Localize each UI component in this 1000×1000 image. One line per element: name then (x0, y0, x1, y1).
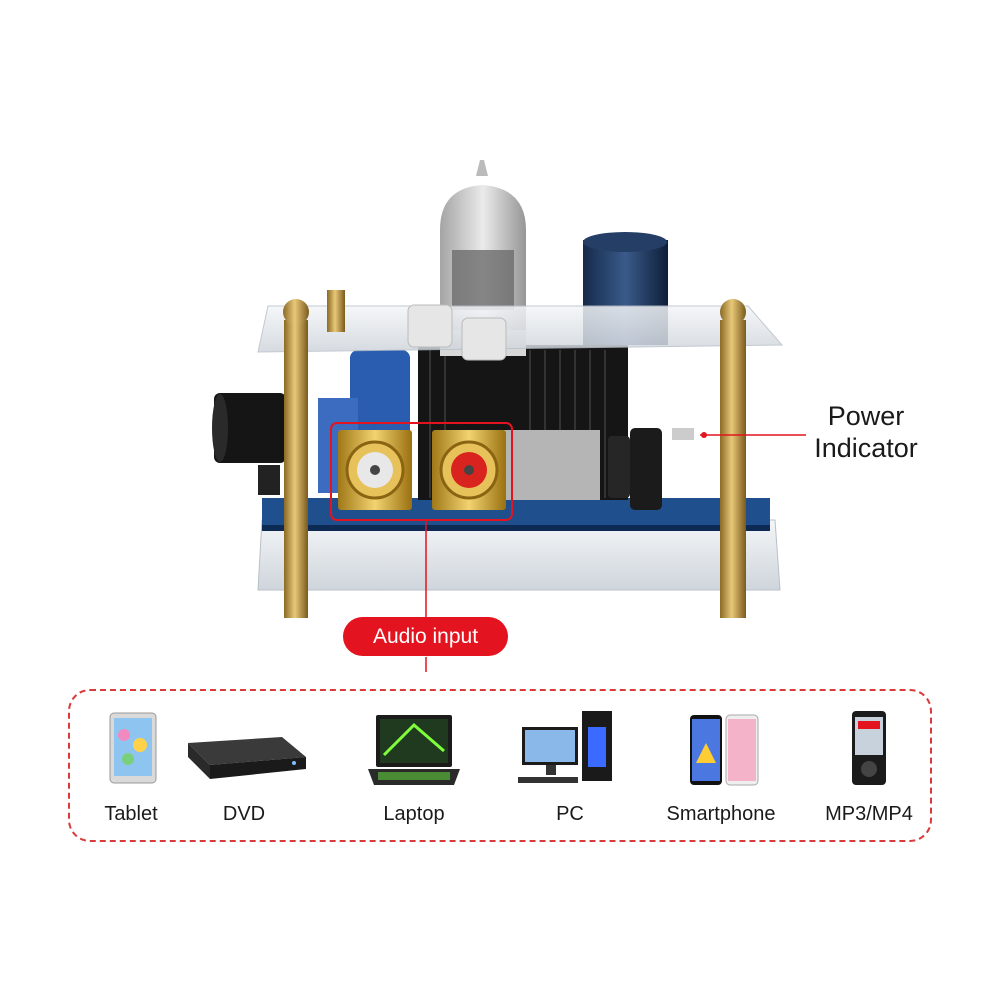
device-label: Smartphone (666, 803, 776, 825)
device-smartphone: Smartphone (656, 691, 786, 844)
device-tablet: Tablet (92, 691, 170, 844)
volume-knob (214, 393, 286, 463)
top-acrylic-plate (257, 305, 784, 353)
device-dvd: DVD (174, 691, 314, 844)
power-led (672, 428, 694, 440)
device-pc: PC (510, 691, 630, 844)
device-label: Tablet (104, 803, 158, 825)
device-mp3: MP3/MP4 (814, 691, 924, 844)
mp3-player-icon (852, 711, 886, 785)
device-label: Laptop (383, 803, 445, 825)
device-label: PC (556, 803, 584, 825)
power-indicator-line1: Power (827, 401, 905, 431)
audio-input-highlight (330, 422, 513, 521)
laptop-icon (368, 715, 460, 785)
power-indicator-label: Power Indicator (806, 400, 926, 464)
device-label: DVD (222, 803, 266, 825)
dvd-player-icon (188, 737, 306, 779)
device-laptop: Laptop (354, 691, 474, 844)
rca-jacks (338, 430, 506, 510)
tube-amplifier-photo (212, 160, 806, 672)
compatible-devices-panel: Tablet DVD Laptop PC (68, 689, 932, 842)
desktop-pc-icon (518, 711, 612, 783)
device-label: MP3/MP4 (825, 803, 913, 825)
smartphone-icon (690, 714, 759, 786)
brass-standoffs (283, 290, 746, 618)
tablet-icon (109, 712, 157, 784)
power-indicator-line2: Indicator (814, 433, 918, 463)
audio-input-label: Audio input (343, 617, 508, 656)
